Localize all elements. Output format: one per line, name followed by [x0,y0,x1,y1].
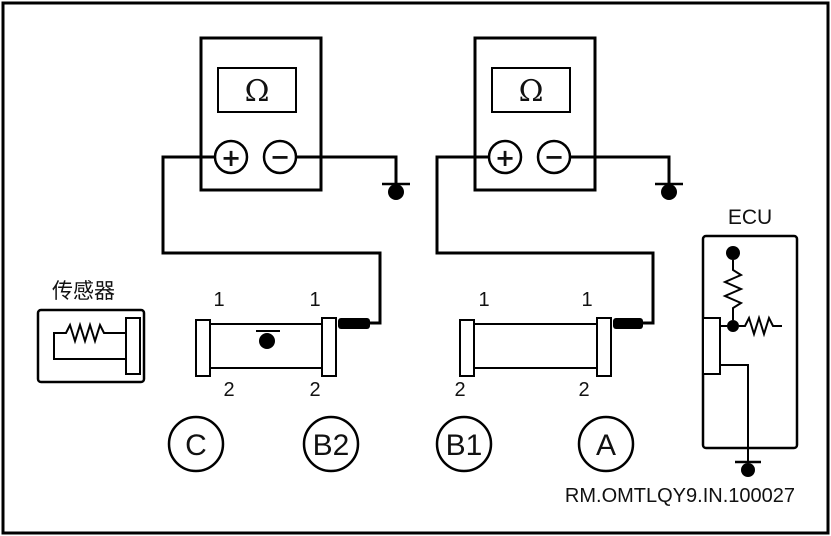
pin-labels: 1 2 1 2 1 2 1 2 [213,289,592,401]
sensor-housing [36,308,146,384]
plus-lead-right [435,155,655,325]
connector-b2-face [321,317,337,377]
connector-b1-face [459,319,475,377]
ecu-ground-icon [741,463,755,477]
pin-label: 1 [478,289,489,311]
pin-label: 1 [581,289,592,311]
sensor: 传感器 [36,279,146,384]
connector-c-circle [167,415,225,473]
connector-a-label: A [596,429,616,462]
connector-ids: C B2 B1 A [167,415,635,473]
sensor-connector [125,317,141,375]
ecu-signal-node-icon [727,320,739,332]
ecu-sense-resistor-icon [739,314,782,338]
ground-right [655,182,683,200]
harness-cb2 [195,317,370,377]
probe-tip-icon [613,318,643,329]
ohmmeter-right: Ω + − [473,36,597,192]
minus-lead-left [296,155,398,185]
sensor-resistor-icon [53,321,126,360]
connector-c-label: C [185,429,207,462]
pin-label: 2 [223,379,234,401]
ecu-label: ECU [728,206,772,229]
connector-b2-label: B2 [313,429,350,462]
plus-lead-left [161,155,382,325]
meter-display [491,67,571,113]
pin-label: 1 [213,289,224,311]
minus-lead-right [570,155,671,185]
pin-label: 2 [454,379,465,401]
ecu-pullup-resistor-icon [722,260,744,320]
ohmmeter-left: Ω + − [199,36,323,192]
harness-b1a [459,317,643,377]
connector-a-circle [577,415,635,473]
connector-b1-circle [435,415,493,473]
connector-a-face [596,317,612,377]
probe-tip-icon [338,318,370,329]
ground-icon [388,184,404,200]
ohm-symbol: Ω [245,74,270,109]
reference-code: RM.OMTLQY9.IN.100027 [565,485,795,507]
ecu-connector [702,317,721,375]
connector-c-face [195,319,211,377]
meter-display [217,67,297,113]
plus-sign: + [495,144,515,172]
sensor-label: 传感器 [52,279,115,303]
plus-sign: + [221,144,241,172]
test-leads [161,155,671,325]
ground-icon [661,184,677,200]
pin-label: 2 [309,379,320,401]
ecu-ground-wire [720,364,749,462]
ohm-symbol: Ω [519,74,544,109]
minus-sign: − [544,143,564,171]
minus-sign: − [270,143,290,171]
pin-label: 2 [578,379,589,401]
connector-b2-circle [302,415,360,473]
ecu: ECU [701,206,799,477]
ground-left [382,182,410,200]
pin-label: 1 [309,289,320,311]
body-ground-icon [259,333,275,349]
connector-b1-label: B1 [446,429,483,462]
ecu-supply-node-icon [726,246,740,260]
